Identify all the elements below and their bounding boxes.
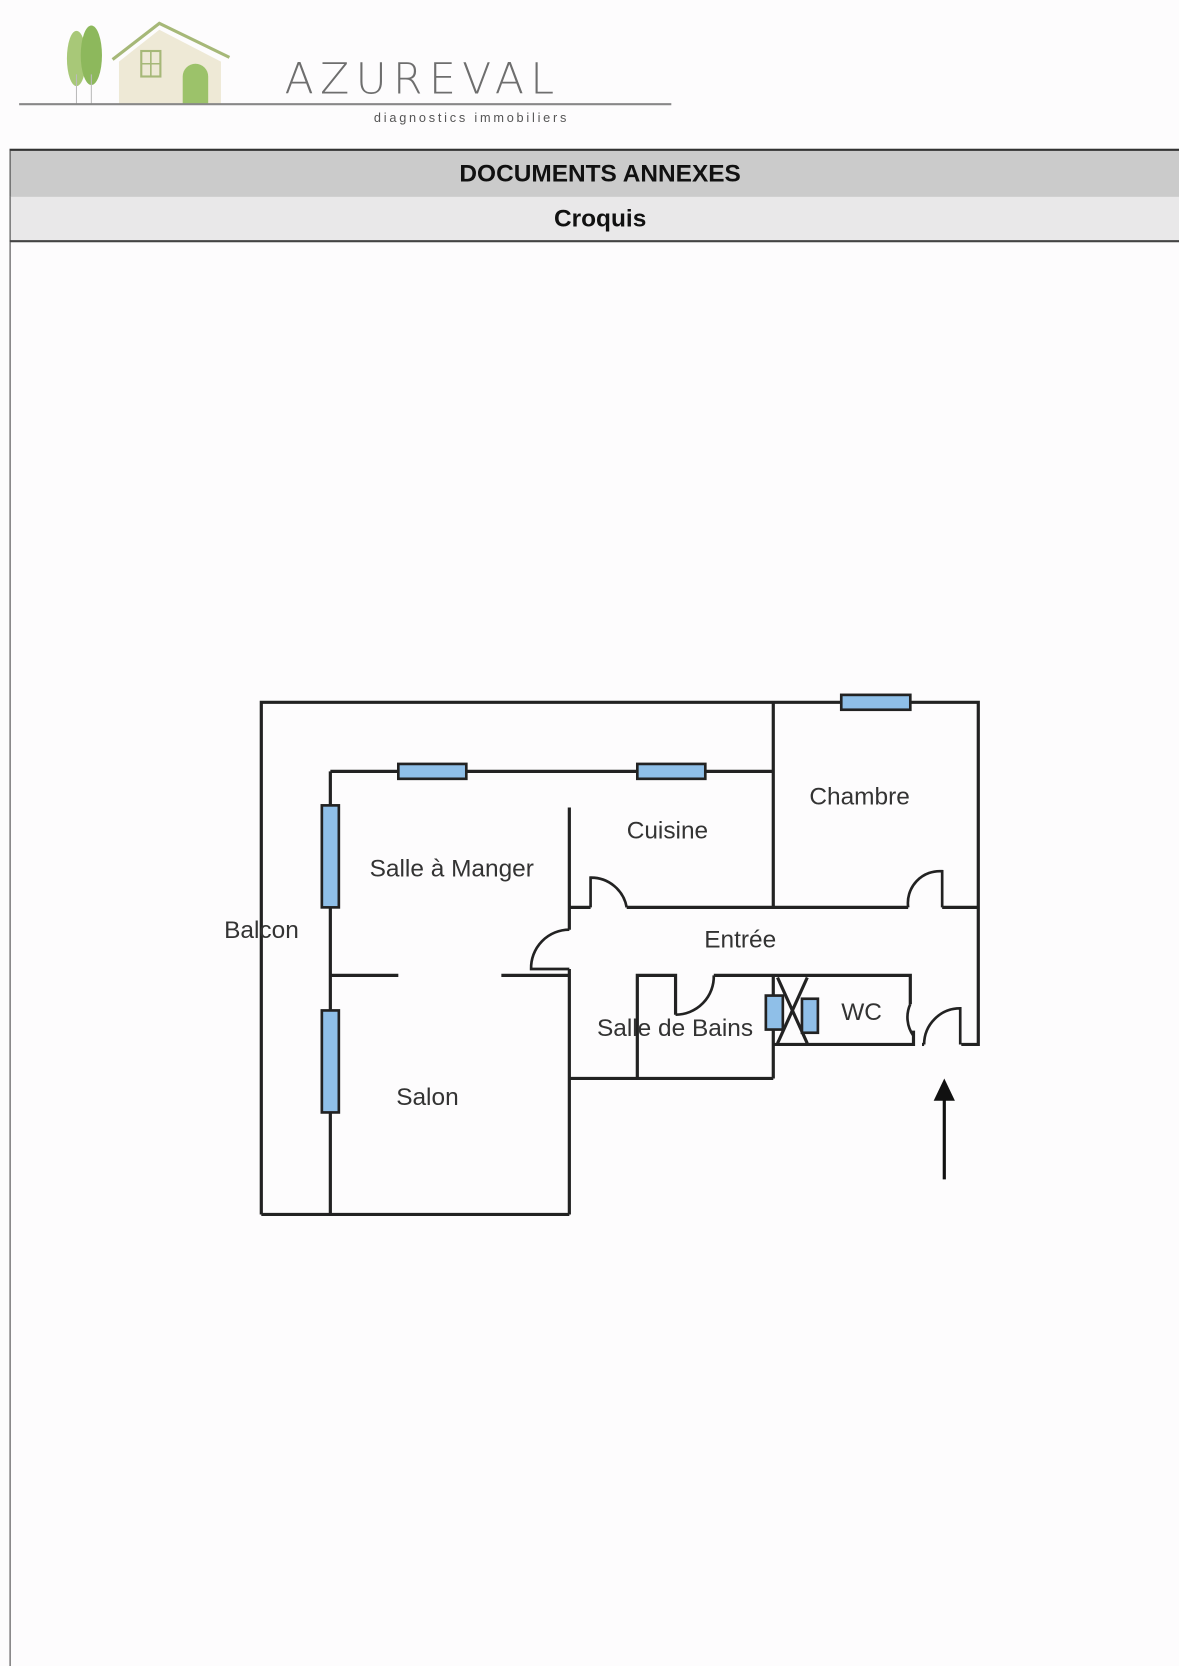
window [635, 762, 707, 781]
brand-name: AZUREVAL [284, 55, 561, 105]
room-label-wc: WC [841, 999, 882, 1026]
window [764, 994, 785, 1031]
room-label-chambre: Chambre [809, 783, 909, 810]
entrance-arrow-icon [933, 1078, 955, 1180]
section-subtitle: Croquis [9, 196, 1179, 243]
room-label-salle-de-bains: Salle de Bains [597, 1015, 753, 1042]
window [800, 997, 820, 1035]
room-label-entree: Entrée [704, 927, 776, 954]
room-label-salon: Salon [396, 1084, 458, 1111]
window [839, 693, 912, 712]
window [396, 762, 468, 781]
page-frame [9, 242, 11, 1666]
azureval-logo: AZUREVAL diagnostics immobiliers [0, 0, 680, 138]
door-chambre [906, 869, 944, 908]
brand-tagline: diagnostics immobiliers [373, 110, 570, 126]
house-logo-icon [19, 21, 672, 106]
door-entree [922, 1006, 962, 1045]
room-label-cuisine: Cuisine [627, 817, 708, 844]
door-cuisine [589, 876, 629, 908]
window [320, 804, 341, 909]
doors [529, 869, 962, 1045]
walls [259, 700, 980, 1217]
window [320, 1009, 341, 1114]
door-salle-a-manger [529, 928, 570, 971]
door-salle-de-bains [675, 975, 716, 1017]
room-label-salle-a-manger: Salle à Manger [370, 856, 534, 883]
door-wc [906, 1003, 915, 1037]
windows [320, 693, 912, 1114]
room-label-balcon: Balcon [224, 917, 299, 944]
